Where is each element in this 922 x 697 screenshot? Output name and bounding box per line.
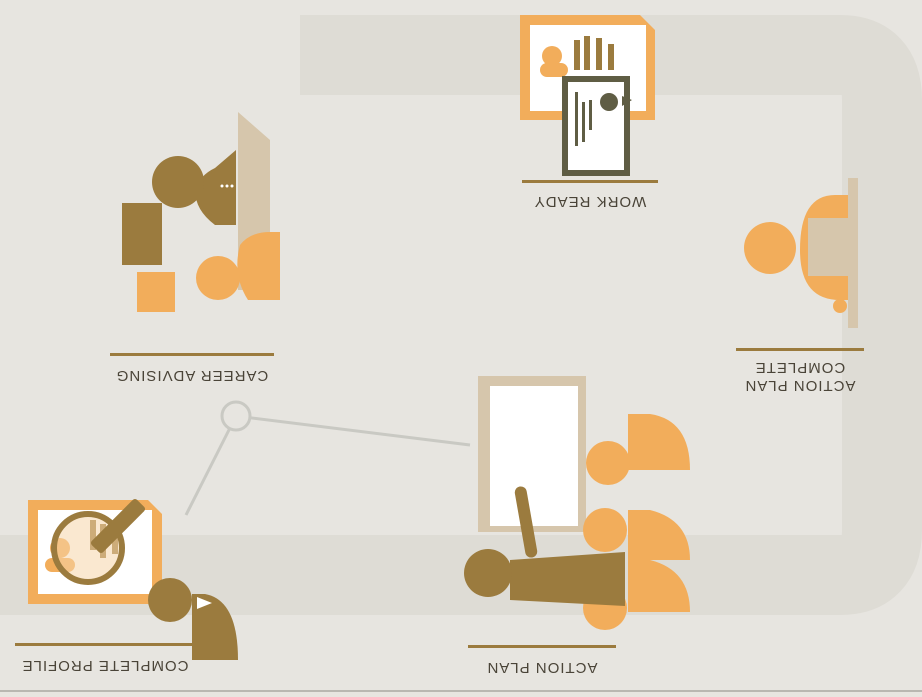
complete-action-plan-label-line1: COMPLETE [754, 359, 846, 376]
work-ready-label: WORK READY [533, 193, 647, 210]
complete-action-plan-label-line2: ACTION PLAN [744, 377, 856, 394]
action-plan-icon [464, 376, 690, 630]
career-advising-label: CAREER ADVISING [115, 367, 269, 384]
connector-line [184, 415, 238, 516]
complete-profile-underline [15, 643, 193, 646]
complete-action-plan-icon [744, 178, 858, 328]
connector-node [220, 400, 252, 432]
connector-line [235, 414, 471, 447]
bottom-divider [0, 690, 922, 692]
work-ready-underline [522, 180, 658, 183]
work-ready-icon [520, 15, 655, 176]
action-plan-underline [468, 645, 616, 648]
career-advising-icon [122, 112, 280, 312]
complete-action-plan-underline [736, 348, 864, 351]
complete-action-plan-label: ACTION PLAN COMPLETE [730, 358, 870, 394]
career-advising-underline [110, 353, 274, 356]
complete-profile-label: COMPLETE PROFILE [21, 657, 189, 674]
journey-path [0, 15, 922, 615]
action-plan-label: ACTION PLAN [486, 659, 598, 676]
complete-profile-icon [28, 498, 238, 660]
